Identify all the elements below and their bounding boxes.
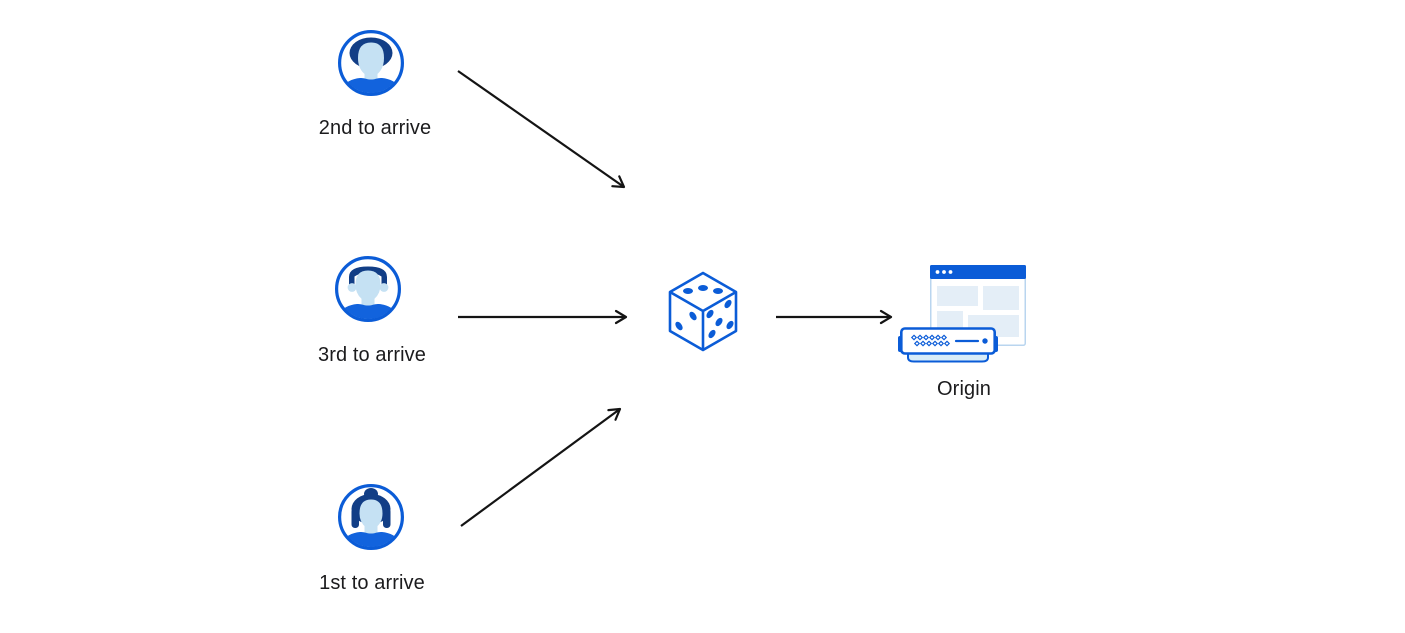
avatar-woman-icon	[338, 484, 404, 550]
node-visitor-first: 1st to arrive	[319, 484, 425, 594]
visitor-first-label: 1st to arrive	[319, 572, 425, 594]
visitor-third-label: 3rd to arrive	[317, 344, 427, 366]
node-visitor-third: 3rd to arrive	[318, 256, 426, 366]
node-origin: Origin	[898, 263, 1028, 403]
dice-icon	[668, 271, 738, 352]
arrow-visitor-first-to-dice	[460, 407, 622, 527]
server-vent-pattern	[910, 334, 951, 347]
avatar-man-flattop-icon	[335, 256, 401, 322]
server-icon	[898, 327, 998, 363]
visitor-second-label: 2nd to arrive	[318, 117, 432, 139]
node-visitor-second: 2nd to arrive	[319, 30, 431, 139]
origin-label: Origin	[937, 378, 991, 400]
avatar-man-icon	[338, 30, 404, 96]
arrow-visitor-second-to-dice	[457, 70, 626, 189]
browser-window-icon	[930, 265, 1026, 346]
node-randomizer	[667, 271, 739, 358]
